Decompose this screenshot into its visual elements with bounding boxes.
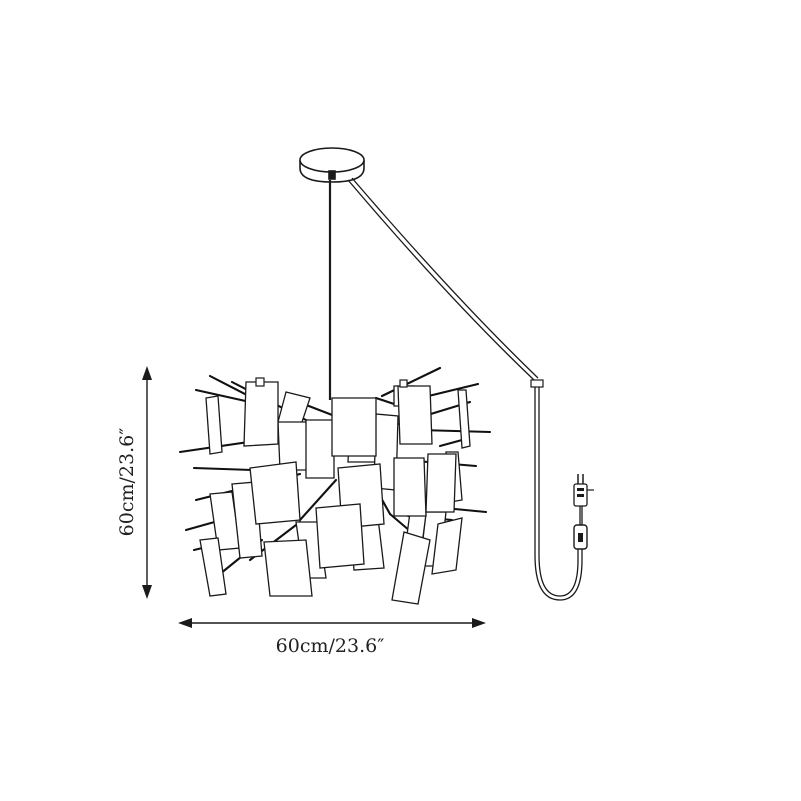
arrow-icon bbox=[142, 366, 152, 380]
plug-icon bbox=[573, 474, 594, 507]
inline-switch-icon bbox=[573, 524, 588, 550]
power-cord bbox=[347, 177, 583, 601]
width-label: 60cm/23.6″ bbox=[276, 635, 385, 657]
cord-connector bbox=[530, 379, 544, 388]
arrow-icon bbox=[142, 585, 152, 599]
arrow-icon bbox=[472, 618, 486, 628]
arrow-icon bbox=[178, 618, 192, 628]
width-dimension-line bbox=[178, 618, 486, 628]
height-label: 60cm/23.6″ bbox=[116, 428, 138, 537]
height-dimension-line bbox=[142, 366, 152, 599]
panel-clips bbox=[255, 377, 408, 388]
canopy-icon bbox=[299, 147, 365, 183]
chandelier-panels bbox=[199, 381, 471, 605]
